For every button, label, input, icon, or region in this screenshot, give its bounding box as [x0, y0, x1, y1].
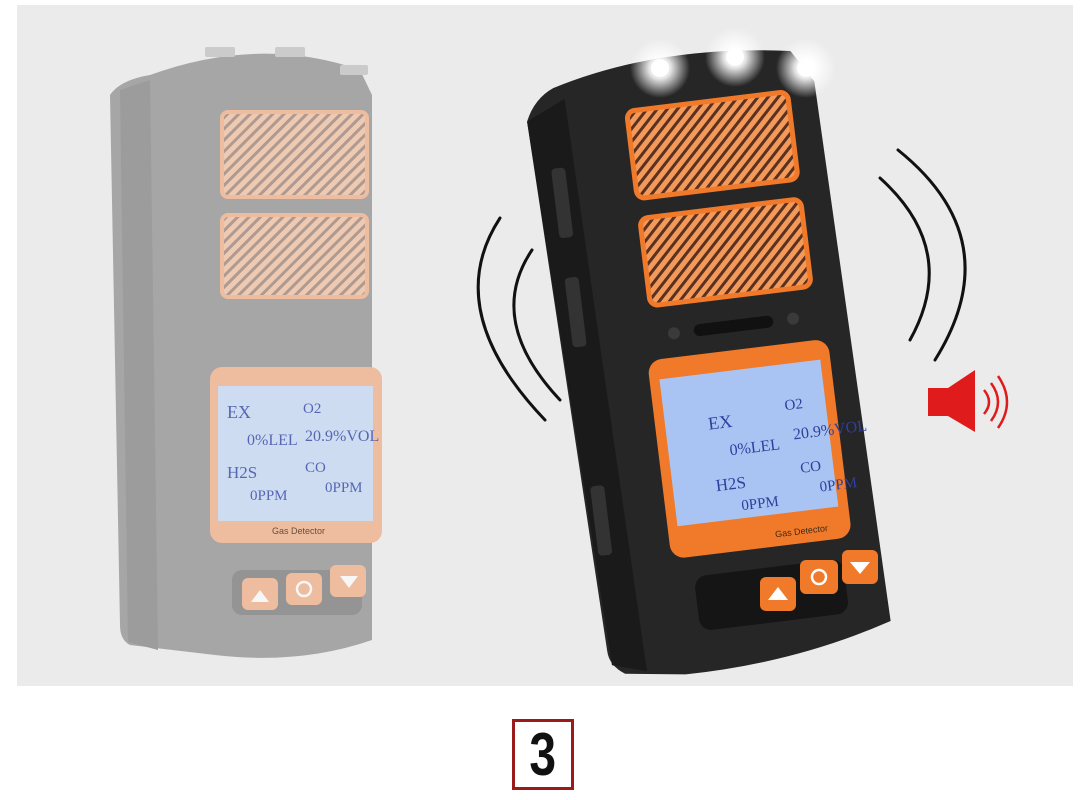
label-co: CO [799, 458, 822, 476]
speaker-alarm-icon [928, 370, 1009, 432]
screen-text-faded: EX O2 0%LEL 20.9%VOL H2S CO 0PPM 0PPM Ga… [227, 401, 379, 536]
gas-detector-active [527, 50, 891, 675]
value-ex: 0%LEL [729, 436, 781, 459]
label-h2s: H2S [715, 473, 747, 496]
value-h2s: 0PPM [250, 488, 288, 504]
down-arrow-icon [850, 562, 870, 574]
value-h2s: 0PPM [741, 494, 780, 514]
brand-label: Gas Detector [272, 526, 325, 536]
device-buttons [760, 550, 878, 611]
value-co: 0PPM [325, 480, 363, 496]
label-co: CO [305, 460, 326, 476]
value-co: 0PPM [819, 475, 858, 495]
step-number: 3 [529, 720, 557, 788]
up-arrow-icon [768, 587, 788, 600]
power-button [800, 560, 838, 594]
value-o2: 20.9%VOL [305, 428, 379, 445]
label-o2: O2 [784, 396, 804, 414]
gas-detector-faded [110, 47, 382, 658]
label-ex: EX [707, 411, 733, 434]
label-o2: O2 [303, 401, 321, 417]
label-ex: EX [227, 402, 251, 422]
power-icon [810, 568, 828, 586]
value-ex: 0%LEL [247, 432, 298, 449]
label-h2s: H2S [227, 463, 257, 482]
alarm-lights [630, 27, 836, 98]
vibration-waves-icon [476, 148, 967, 422]
step-badge: 3 [512, 719, 574, 790]
